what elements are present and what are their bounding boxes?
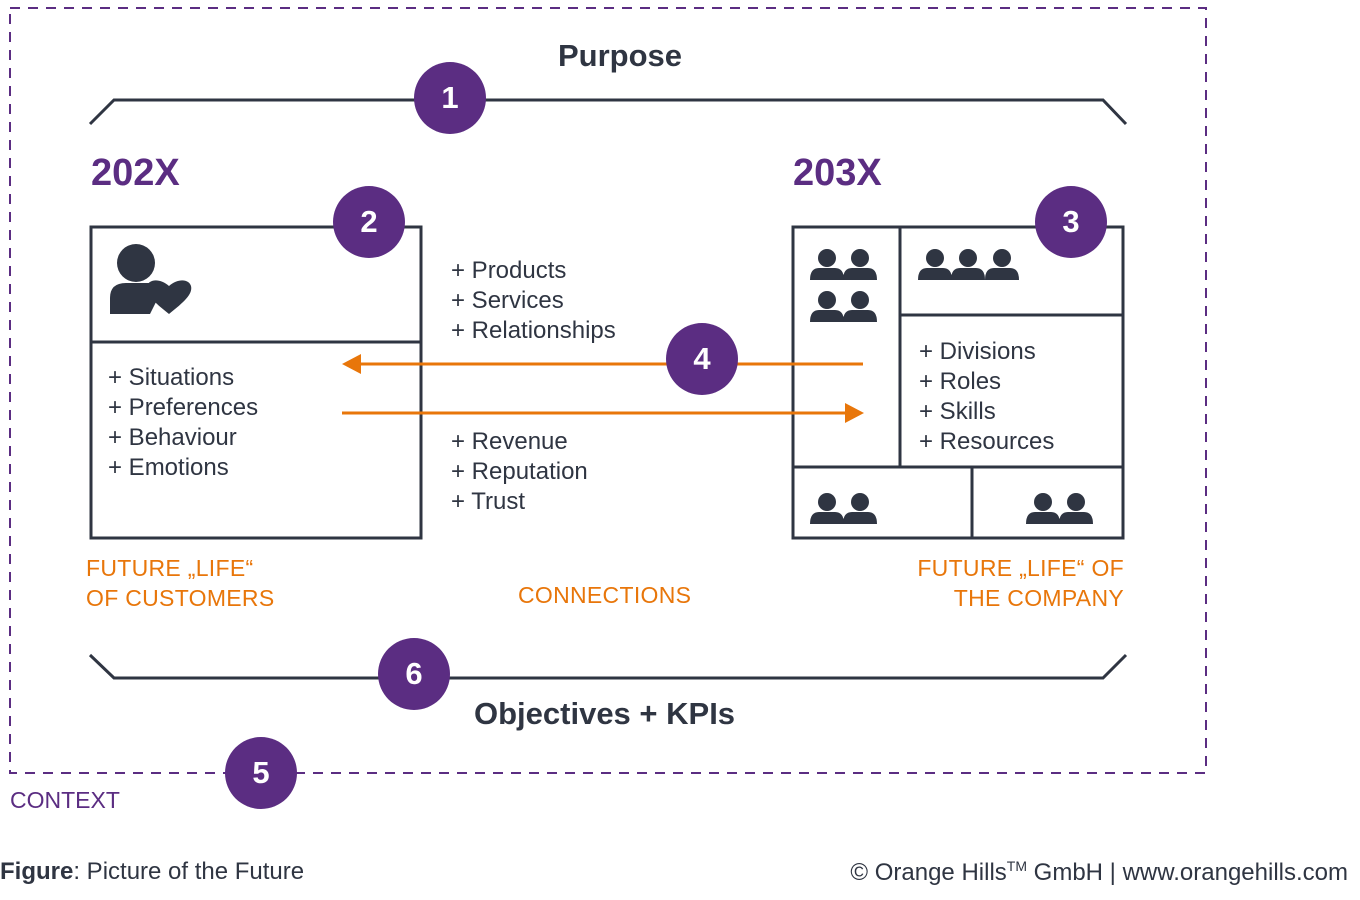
list-item: + Reputation — [451, 458, 588, 485]
purpose-label: Purpose — [558, 38, 683, 73]
copyright-suffix: GmbH | www.orangehills.com — [1027, 859, 1348, 886]
figure-title: : Picture of the Future — [73, 858, 305, 885]
list-item: + Products — [451, 257, 567, 284]
figure-caption: Figure: Picture of the Future — [0, 858, 304, 886]
list-item: + Situations — [108, 364, 235, 391]
list-item: + Divisions — [919, 338, 1036, 365]
list-item: + Services — [451, 287, 564, 314]
right-year: 203X — [793, 152, 882, 194]
objectives-bracket — [88, 653, 1128, 680]
list-item: + Emotions — [108, 454, 229, 481]
objectives-label: Objectives + KPIs — [474, 696, 736, 731]
connections-label: CONNECTIONS — [518, 582, 692, 608]
purpose-bracket — [88, 98, 1128, 126]
arrow-to-company — [342, 403, 864, 423]
context-label: CONTEXT — [10, 787, 120, 813]
badge-connections: 4 — [666, 323, 738, 395]
people-group-icon — [918, 249, 1019, 280]
badge-company: 3 — [1035, 186, 1107, 258]
badge-customers: 2 — [333, 186, 405, 258]
list-item: + Preferences — [108, 394, 259, 421]
list-item: + Trust — [451, 488, 526, 515]
list-item: + Behaviour — [108, 424, 237, 451]
list-item: + Relationships — [451, 317, 616, 344]
figure-label: Figure — [0, 858, 74, 885]
list-item: + Revenue — [451, 428, 568, 455]
arrow-to-customers — [342, 354, 863, 374]
copyright-prefix: © Orange Hills — [850, 859, 1007, 886]
customers-caption: FUTURE „LIFE“ OF CUSTOMERS — [86, 555, 275, 611]
context-frame — [9, 7, 1207, 774]
list-item: + Skills — [919, 398, 996, 425]
connections-top-items: + Products + Services + Relationships — [451, 256, 616, 346]
copyright: © Orange HillsTM GmbH | www.orangehills.… — [850, 858, 1348, 887]
badge-purpose: 1 — [414, 62, 486, 134]
customer-items: + Situations + Preferences + Behaviour +… — [108, 363, 258, 483]
badge-objectives: 6 — [378, 638, 450, 710]
list-item: + Resources — [919, 428, 1055, 455]
list-item: + Roles — [919, 368, 1002, 395]
badge-context: 5 — [225, 737, 297, 809]
person-heart-icon — [110, 244, 192, 314]
trademark: TM — [1006, 858, 1027, 874]
left-year: 202X — [91, 152, 180, 194]
company-items: + Divisions + Roles + Skills + Resources — [919, 337, 1054, 457]
company-caption: FUTURE „LIFE“ OF THE COMPANY — [917, 555, 1124, 611]
connections-bottom-items: + Revenue + Reputation + Trust — [451, 427, 588, 517]
